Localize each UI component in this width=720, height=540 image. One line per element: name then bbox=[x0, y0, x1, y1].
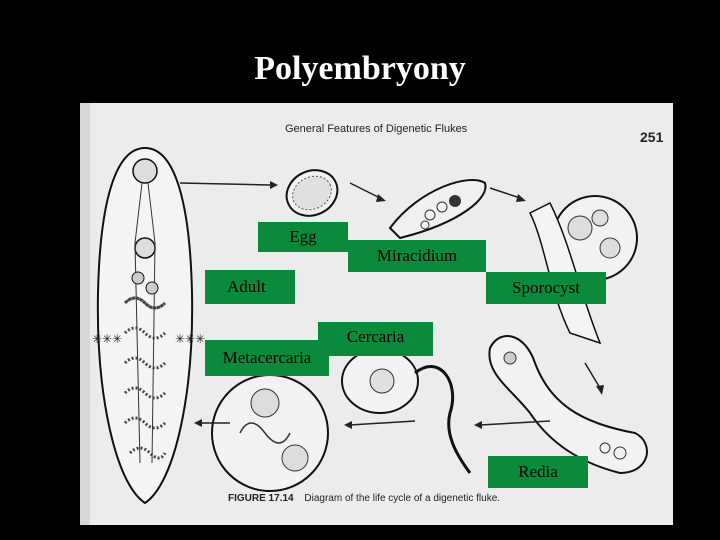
label-adult-text: Adult bbox=[227, 277, 266, 296]
label-miracidium: Miracidium bbox=[348, 240, 486, 272]
label-miracidium-text: Miracidium bbox=[376, 246, 458, 265]
redia-illustration bbox=[488, 335, 648, 475]
egg-illustration bbox=[285, 169, 339, 217]
slide-title: Polyembryony bbox=[254, 50, 466, 87]
adult-fluke-illustration: ✳✳✳ ✳✳✳ bbox=[92, 146, 205, 505]
cycle-arrowheads bbox=[194, 181, 604, 429]
caption-figure-number: FIGURE 17.14 bbox=[228, 493, 294, 504]
page-number: 251 bbox=[640, 129, 664, 145]
page-header: General Features of Digenetic Flukes bbox=[285, 123, 468, 135]
label-egg: Egg bbox=[258, 222, 348, 252]
metacercaria-illustration bbox=[211, 374, 329, 492]
cycle-arrows bbox=[179, 182, 601, 426]
miracidium-illustration bbox=[388, 179, 487, 240]
caption-text: Diagram of the life cycle of a digenetic… bbox=[304, 493, 501, 504]
label-cercaria: Cercaria bbox=[318, 322, 433, 356]
label-egg-text: Egg bbox=[289, 227, 317, 246]
label-adult: Adult bbox=[205, 270, 295, 304]
label-cercaria-text: Cercaria bbox=[346, 327, 405, 346]
svg-text:✳✳✳: ✳✳✳ bbox=[92, 332, 122, 346]
svg-text:✳✳✳: ✳✳✳ bbox=[175, 332, 205, 346]
label-redia: Redia bbox=[488, 456, 588, 488]
label-metacercaria: Metacercaria bbox=[205, 340, 329, 376]
label-metacercaria-text: Metacercaria bbox=[222, 348, 312, 367]
cercaria-illustration bbox=[341, 348, 472, 474]
lifecycle-drawing: ✳✳✳ ✳✳✳ bbox=[80, 103, 673, 525]
label-redia-text: Redia bbox=[518, 462, 558, 481]
label-sporocyst: Sporocyst bbox=[486, 272, 606, 304]
label-sporocyst-text: Sporocyst bbox=[512, 278, 580, 297]
figure-caption: FIGURE 17.14 Diagram of the life cycle o… bbox=[228, 493, 500, 504]
lifecycle-figure: ✳✳✳ ✳✳✳ bbox=[80, 103, 673, 525]
